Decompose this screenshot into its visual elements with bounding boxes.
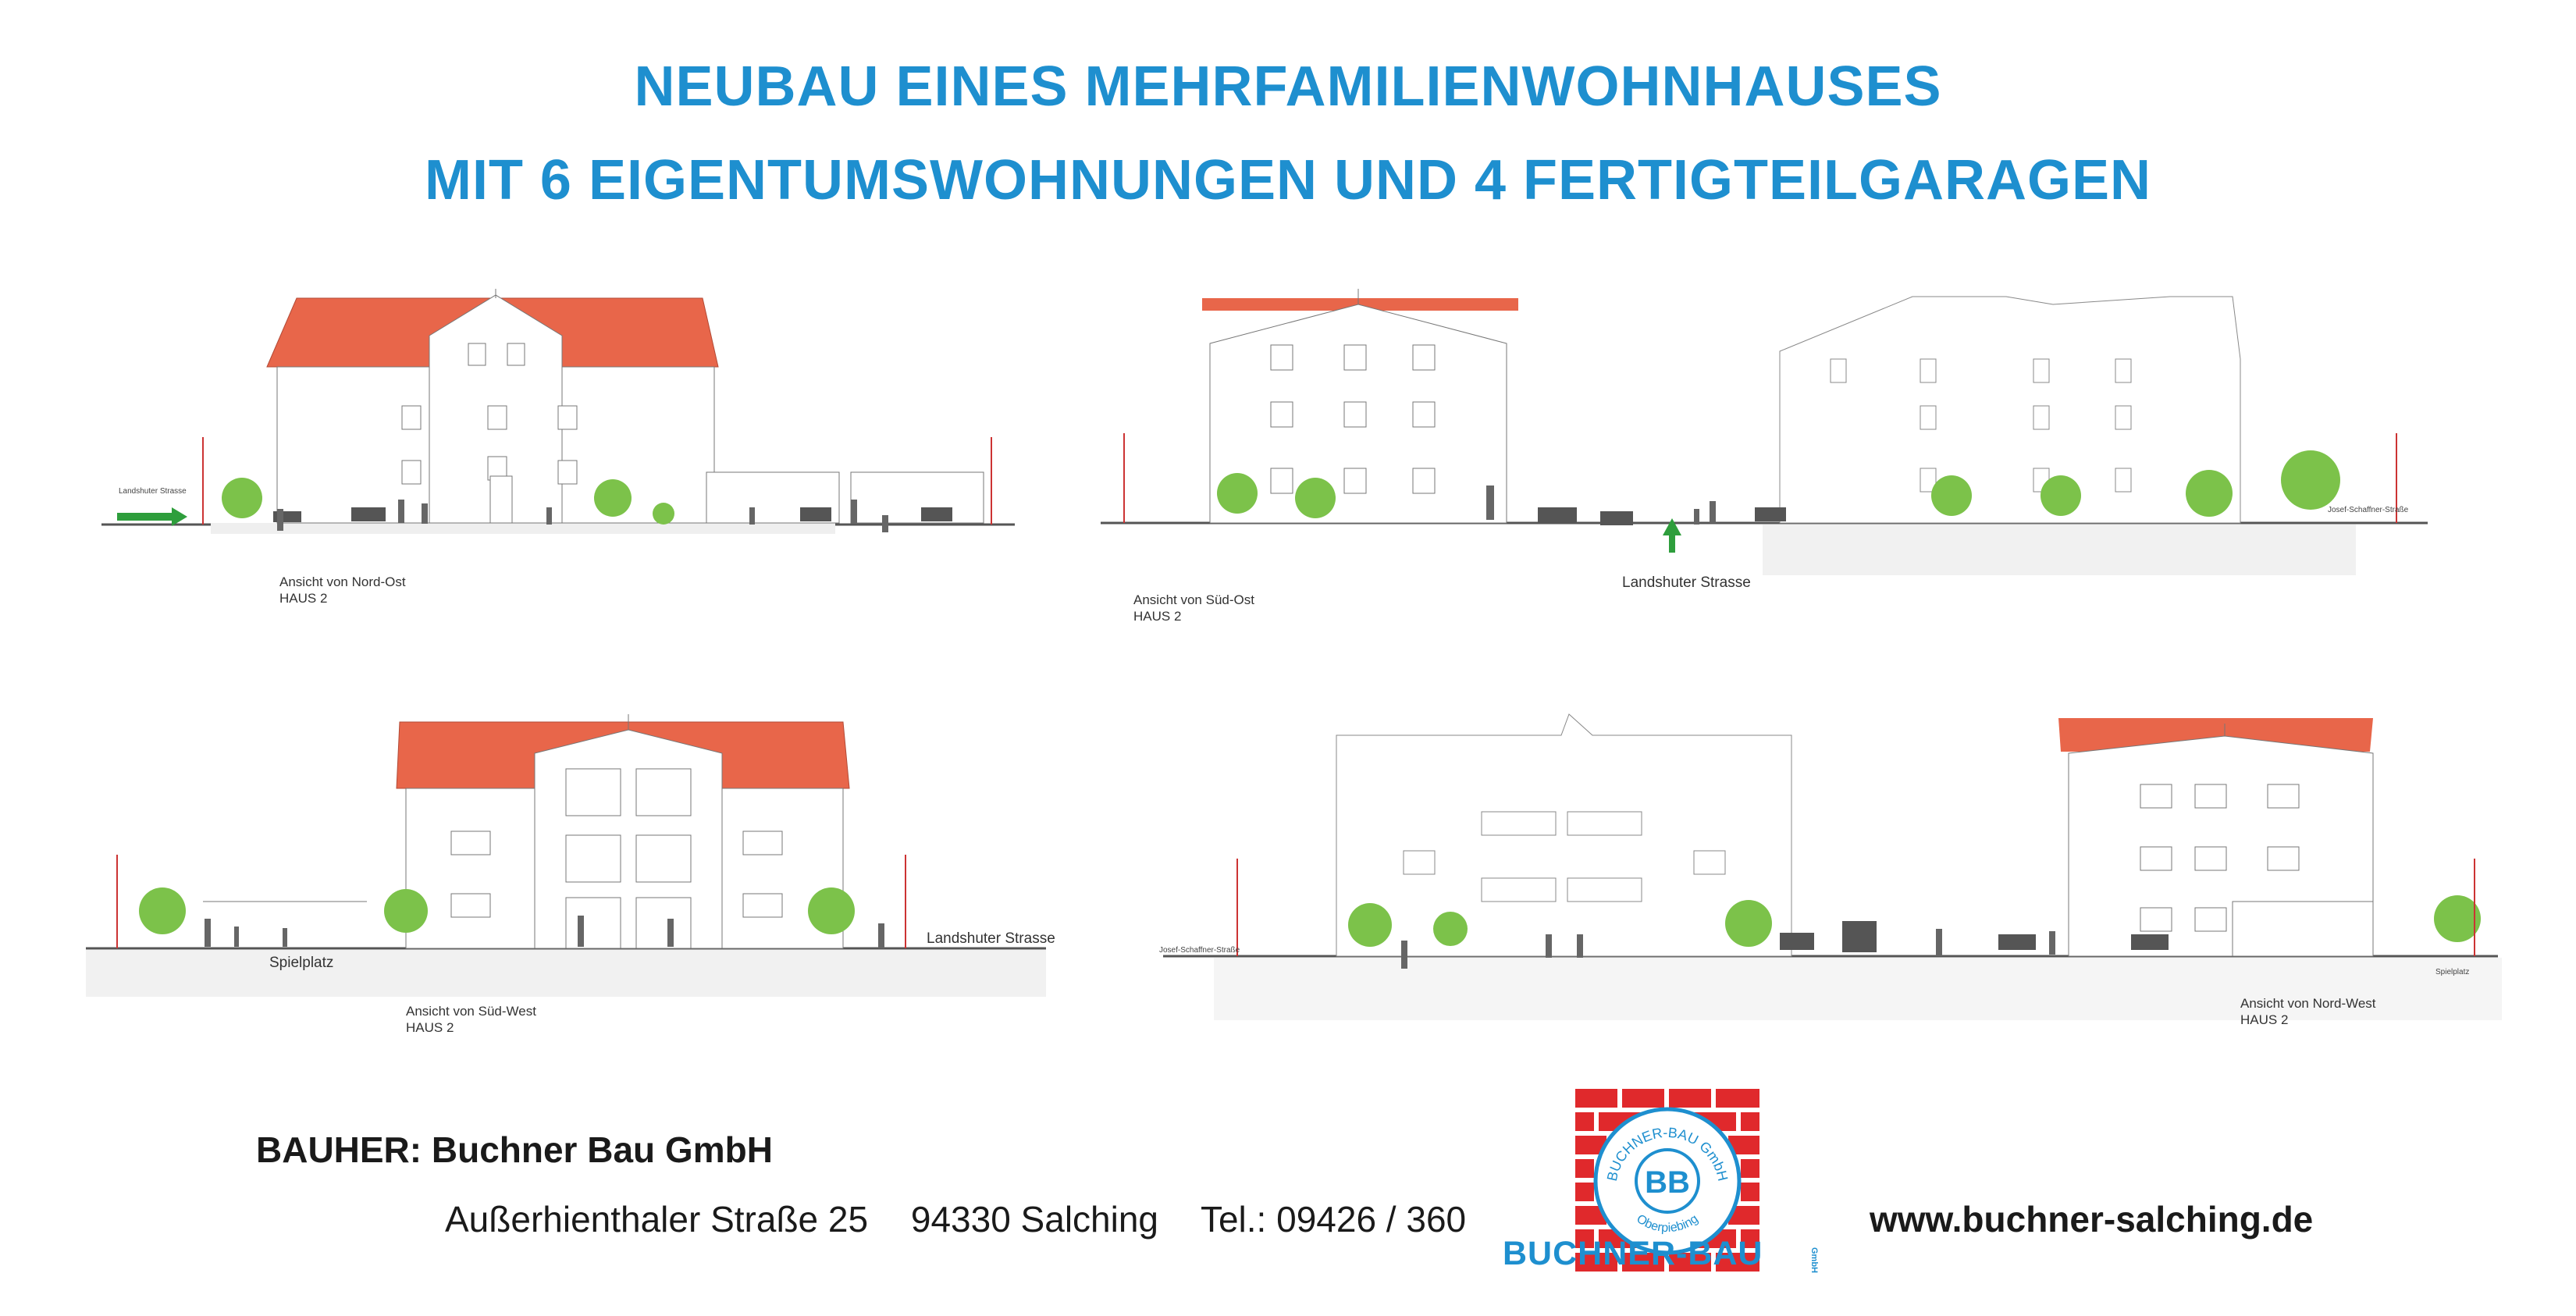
logo-initials: BB xyxy=(1645,1165,1690,1200)
elevation-nord-ost: Landshuter Strasse Ansicht von Nord-Ost … xyxy=(101,281,1023,609)
address-line: Außerhienthaler Straße 25 94330 Salching… xyxy=(445,1198,1499,1240)
side-street-label: Josef-Schaffner-Straße xyxy=(1159,946,1240,955)
caption-title: Ansicht von Süd-Ost xyxy=(1133,592,1254,607)
caption-title: Ansicht von Nord-West xyxy=(2240,996,2376,1011)
caption-title: Ansicht von Süd-West xyxy=(406,1004,536,1019)
caption-house: HAUS 2 xyxy=(1133,609,1182,624)
logo-gmbh: GmbH xyxy=(1809,1247,1819,1273)
logo-wordmark: BUCHNER-BAU xyxy=(1503,1235,1763,1272)
playground-label: Spielplatz xyxy=(2435,968,2470,976)
buchner-bau-logo: BUCHNER-BAU GmbH Oberpiebing BB xyxy=(1575,1089,1759,1276)
caption-title: Ansicht von Nord-Ost xyxy=(279,574,406,589)
side-street-label: Josef-Schaffner-Straße xyxy=(2328,506,2409,514)
elevation-sued-west: Landshuter Strasse Spielplatz Ansicht vo… xyxy=(78,706,1062,1050)
street-label: Landshuter Strasse xyxy=(1622,574,1751,591)
elevation-sued-ost: Landshuter Strasse Josef-Schaffner-Straß… xyxy=(1101,281,2443,624)
website-link[interactable]: www.buchner-salching.de xyxy=(1870,1199,2314,1240)
elevation-sued-west-drawing xyxy=(86,714,1046,997)
elevation-sued-ost-drawing xyxy=(1101,289,2428,575)
brick-wall-icon: BUCHNER-BAU GmbH Oberpiebing BB xyxy=(1575,1089,1759,1276)
bauherr-label: BAUHER: Buchner Bau GmbH xyxy=(256,1129,773,1170)
address-phone: Tel.: 09426 / 360 xyxy=(1200,1199,1467,1240)
playground-label: Spielplatz xyxy=(269,955,334,971)
street-label: Landshuter Strasse xyxy=(119,487,187,496)
caption-house: HAUS 2 xyxy=(279,591,328,606)
elevation-nord-west-drawing xyxy=(1163,713,2502,1020)
title-line-1: NEUBAU EINES MEHRFAMILIENWOHNHAUSES xyxy=(634,55,1942,118)
elevation-nord-west: Josef-Schaffner-Straße Spielplatz Ansich… xyxy=(1155,706,2529,1050)
caption-house: HAUS 2 xyxy=(406,1020,454,1035)
title-line-2: MIT 6 EIGENTUMSWOHNUNGEN UND 4 FERTIGTEI… xyxy=(424,149,2152,212)
address-city: 94330 Salching xyxy=(910,1199,1159,1240)
street-label: Landshuter Strasse xyxy=(927,930,1055,947)
address-street: Außerhienthaler Straße 25 xyxy=(445,1199,869,1240)
elevation-nord-ost-drawing xyxy=(101,289,1015,534)
caption-house: HAUS 2 xyxy=(2240,1012,2289,1027)
